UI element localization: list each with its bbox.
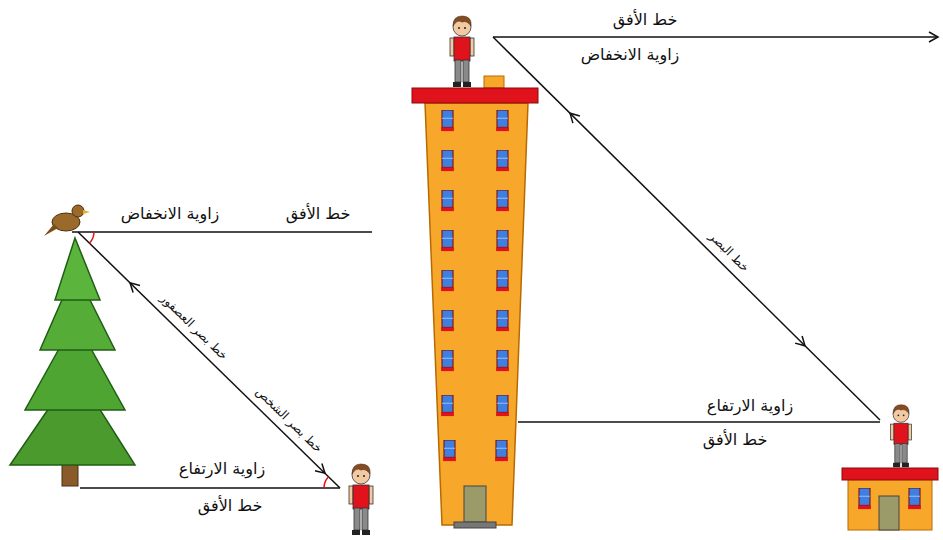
sight-line-label: خط بصر الشخص — [253, 384, 325, 455]
angle-arc — [324, 477, 329, 488]
window — [908, 488, 921, 509]
roof — [412, 88, 538, 103]
window — [496, 230, 509, 251]
window — [496, 395, 509, 416]
door — [879, 496, 899, 530]
window — [495, 440, 508, 461]
window — [496, 350, 509, 371]
small-house — [848, 478, 932, 530]
window — [496, 310, 509, 331]
window — [858, 488, 871, 509]
building — [425, 103, 528, 525]
bird-head — [72, 205, 84, 217]
horizon-line — [518, 421, 880, 423]
sight-line-label: خط البصر — [706, 229, 752, 275]
door — [464, 486, 486, 522]
arrow-head — [795, 336, 805, 346]
arrow-head — [130, 283, 140, 293]
window — [441, 190, 454, 211]
window — [441, 110, 454, 131]
angle-arc — [89, 232, 94, 243]
window — [441, 150, 454, 171]
roof — [842, 468, 938, 480]
horizon-label: خط الأفق — [198, 496, 263, 515]
sight-line — [78, 232, 340, 488]
elevation-angle-label: زاوية الارتفاع — [707, 396, 793, 415]
window — [496, 270, 509, 291]
depression-angle-label: زاوية الانخفاض — [581, 45, 680, 64]
window — [441, 310, 454, 331]
window — [441, 350, 454, 371]
arrow-head — [570, 113, 580, 123]
person — [890, 405, 911, 467]
bird-tail — [44, 224, 58, 236]
window — [441, 230, 454, 251]
chimney — [484, 76, 504, 88]
person — [450, 16, 474, 87]
horizon-line — [80, 487, 340, 489]
window — [441, 395, 454, 416]
elevation-angle-label: زاوية الارتفاع — [179, 459, 265, 478]
horizon-label: خط الأفق — [613, 10, 678, 29]
sight-line — [493, 37, 880, 420]
arrow-head — [929, 32, 938, 42]
sight-line-label: خط بصر العصفور — [157, 291, 230, 363]
horizon-line — [493, 36, 938, 38]
bird-beak — [83, 210, 90, 214]
arrow-head — [315, 464, 325, 474]
window — [496, 110, 509, 131]
window — [443, 440, 456, 461]
window — [496, 190, 509, 211]
window — [496, 150, 509, 171]
horizon-label: خط الأفق — [286, 204, 351, 223]
horizon-label: خط الأفق — [703, 430, 768, 449]
person — [349, 464, 373, 535]
window — [441, 270, 454, 291]
step — [454, 522, 496, 528]
horizon-line — [72, 231, 372, 233]
depression-angle-label: زاوية الانخفاض — [121, 204, 220, 223]
